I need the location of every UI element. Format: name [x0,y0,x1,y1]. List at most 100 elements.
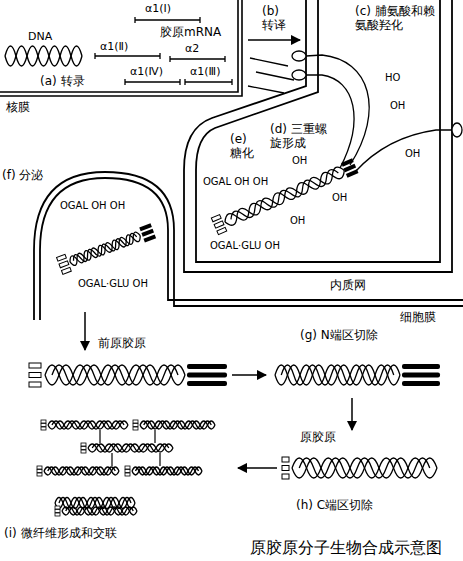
procollagen-molecule [402,364,440,386]
microfibril [125,466,130,476]
polypeptide-chain [306,55,369,165]
diagram-label: 原胶原 [300,430,336,444]
diagram-label: OH [332,192,347,204]
diagram-label: OH [405,148,420,160]
microfibril [55,513,60,516]
triple-helix [217,227,227,234]
endoplasmic-reticulum [196,0,440,262]
diagram-label: DNA [28,30,52,43]
microfibril [81,443,86,453]
procollagen-molecule [275,364,440,386]
triple-helix [143,234,156,242]
procollagen-molecule [402,364,440,369]
triple-helix [211,157,359,234]
diagram-label: (g) N端区切除 [300,328,378,342]
triple-helix [341,158,358,177]
procollagen-molecule [187,381,227,386]
diagram-label: 内质网 [330,278,366,292]
microfibril [88,444,173,452]
microfibril [133,427,138,430]
triple-helix [57,222,157,274]
tropocollagen-molecule [292,458,437,478]
triple-helix [139,223,156,242]
triple-helix [61,267,71,274]
nascent-peptide [248,58,294,93]
microfibril [37,466,42,476]
microfibril [81,443,86,446]
microfibril [55,506,60,516]
diagram-label: OGAL·GLU OH [78,278,148,290]
microfibril [133,420,138,423]
microfibril [125,466,130,469]
microfibril [140,421,215,429]
triple-helix [346,169,359,177]
mrna-strand [170,56,225,62]
procollagen-molecule [187,364,227,386]
diagram-label: (a) 转录 [40,74,85,88]
ribosome [292,70,306,80]
diagram-label: HO [385,72,400,84]
figure-caption: 原胶原分子生物合成示意图 [250,538,442,557]
process-arrow [84,312,86,350]
diagram-label: 细胞膜 [400,310,436,324]
dna-helix [5,46,82,66]
triple-helix [223,165,347,228]
process-arrow [238,467,277,469]
microfibril [48,421,128,429]
tropocollagen-molecule [282,457,437,479]
tropocollagen-molecule [282,457,289,462]
diagram-label: OH [292,155,307,167]
cell-membrane [34,172,463,320]
cell-membrane [40,178,463,320]
tropocollagen-molecule [282,474,289,479]
procollagen-molecule [29,363,41,387]
polypeptide-chain [355,130,452,172]
mrna-strand [95,17,232,85]
procollagen-molecule [402,373,440,378]
microfibril [41,424,46,427]
nuclear-membrane [0,0,242,96]
process-arrow [351,398,353,430]
process-arrow [232,374,266,376]
ribosome [292,51,306,61]
triple-helix [68,231,142,267]
triple-helix [57,254,72,274]
triple-helix [211,215,226,235]
microfibril [125,466,202,476]
microfibril [37,473,42,476]
ribosome [452,123,462,137]
microfibril [154,430,155,443]
dna-helix [5,46,82,66]
microfibril [99,430,100,443]
microfibril [133,424,138,427]
tropocollagen-molecule [282,466,289,471]
microfibril [100,430,160,466]
diagram-label: 核膜 [6,100,30,114]
process-arrow [85,40,352,468]
diagram-label: α2 [185,42,199,55]
microfibril [159,453,160,466]
microfibril [132,467,202,475]
microfibril [81,450,86,453]
diagram-label: OGAL OH OH [203,176,268,188]
microfibril [81,443,173,453]
endoplasmic-reticulum [184,0,452,272]
diagram-label: OGAL·GLU OH [210,240,280,252]
mrna-strand [95,53,160,59]
microfibril [62,507,137,515]
diagram-label: OH [390,100,405,112]
triple-helix [211,215,221,222]
diagram-label: (f) 分泌 [2,168,43,182]
diagram-label: (e) 糖化 [230,132,258,161]
diagram-label: (h) C端区切除 [296,498,373,512]
microfibril [111,453,112,466]
mrna-strand [135,17,200,23]
triple-helix [57,254,67,261]
procollagen-molecule [29,363,227,387]
procollagen-molecule [45,365,185,385]
procollagen-molecule [29,382,41,387]
endoplasmic-reticulum [184,0,452,272]
microfibril [37,420,215,516]
microfibril [37,466,119,476]
